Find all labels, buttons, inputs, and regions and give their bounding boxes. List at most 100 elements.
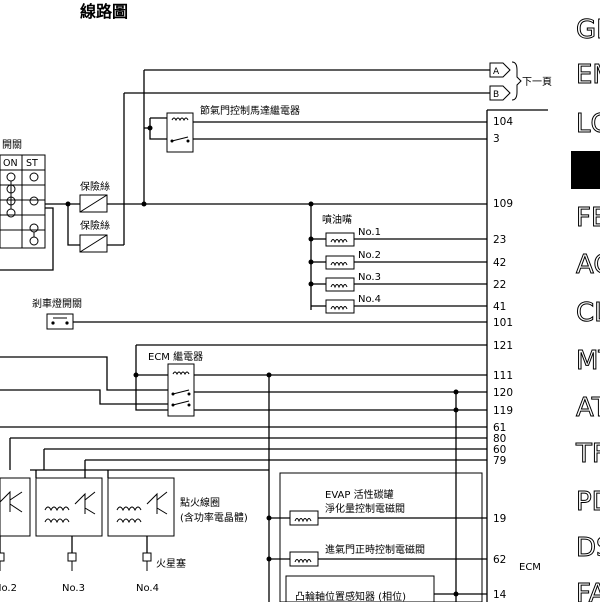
tab-gi[interactable]: GI — [576, 15, 600, 46]
camshaft-sensor-box — [285, 575, 435, 602]
pin-label: 104 — [493, 116, 513, 128]
tab-tf[interactable]: TF — [575, 439, 600, 470]
tab-ac[interactable]: AC — [576, 250, 600, 281]
pin-label: 119 — [493, 405, 513, 417]
pin-label: 60 — [493, 444, 506, 456]
junction-14 — [453, 591, 459, 597]
tab-fe[interactable]: FE — [576, 203, 600, 234]
injector-4-label: No.4 — [358, 294, 381, 305]
pin-label: 61 — [493, 422, 506, 434]
pin-label: 121 — [493, 340, 513, 352]
coil-number-2: No.2 — [0, 583, 17, 594]
pin-label: 22 — [493, 279, 506, 291]
ecm-label: ECM — [519, 562, 541, 573]
injector-3-label: No.3 — [358, 272, 381, 283]
pin-label: 41 — [493, 301, 506, 313]
junction-inj-3 — [308, 281, 314, 287]
tab-fa[interactable]: FA — [576, 579, 600, 602]
pin-label: 79 — [493, 455, 506, 467]
tab-lc[interactable]: LC — [576, 109, 600, 140]
wire-ignition-loop — [0, 207, 54, 271]
next-page-label: 下一頁 — [522, 76, 552, 88]
junction-evap — [266, 515, 272, 521]
wire-coil-taps — [35, 470, 109, 478]
intake-valve-timing-label: 進氣門正時控制電磁閥 — [325, 543, 425, 556]
tab-at[interactable]: AT — [576, 393, 600, 424]
ignition-switch-label: 開關 — [2, 139, 22, 151]
camshaft-sensor-label: 凸輪軸位置感知器 (相位) — [295, 590, 406, 602]
evap-solenoid-symbol — [289, 510, 319, 526]
ecm-relay-symbol — [167, 363, 195, 417]
tab-mt[interactable]: MT — [576, 346, 600, 377]
wire-solenoid-power — [269, 517, 290, 560]
ignition-switch-table — [0, 154, 46, 249]
ignition-coil-4 — [107, 477, 175, 537]
pin-label: 111 — [493, 370, 513, 382]
pin-label: 3 — [493, 133, 500, 145]
wire-ecm-relay-left-2 — [0, 389, 168, 405]
throttle-relay-label: 節氣門控制馬達繼電器 — [200, 104, 300, 117]
side-tabs: GI EM LC EC FE AC CL MT AT TF PD DS FA — [571, 15, 600, 602]
throttle-relay-symbol — [166, 112, 194, 153]
stop-lamp-switch-label: 剎車燈開關 — [32, 297, 82, 310]
solenoid-group-frame — [279, 472, 483, 602]
pin-label: 42 — [493, 257, 506, 269]
tab-cl[interactable]: CL — [576, 298, 600, 329]
junction-inj-1 — [308, 236, 314, 242]
wire-relay-contact — [149, 118, 167, 140]
wire-fuse-split — [67, 204, 80, 246]
pin-label: 14 — [493, 589, 507, 601]
evap-label: EVAP 活性碳罐 — [325, 488, 394, 501]
tab-ec[interactable]: EC — [576, 159, 600, 189]
page-title: 線路圖 — [80, 2, 128, 21]
pin-label: 120 — [493, 387, 513, 399]
pin-label: 62 — [493, 554, 506, 566]
ecm-pin-numbers: 104 3 109 23 42 22 41 101 121 111 120 11… — [493, 116, 513, 601]
pin-label: 109 — [493, 198, 513, 210]
connector-b: B — [489, 85, 511, 101]
connector-b-label: B — [493, 90, 499, 100]
stop-lamp-switch-symbol — [46, 313, 74, 330]
injector-label: 噴油嘴 — [322, 213, 352, 226]
injector-4: No.4 — [311, 294, 487, 314]
spark-plug-3 — [67, 536, 77, 571]
spark-plug-4 — [142, 536, 152, 571]
injector-2-label: No.2 — [358, 250, 381, 261]
tab-pd[interactable]: PD — [576, 487, 600, 518]
connector-a-label: A — [493, 67, 500, 77]
injector-1: No.1 — [311, 227, 487, 247]
spark-plug-label: 火星塞 — [156, 557, 186, 570]
junction-ivt — [266, 556, 272, 562]
fuse-1-symbol — [79, 194, 108, 213]
fuse-label-1: 保險絲 — [80, 180, 110, 193]
wire-ecm-relay-feed — [135, 345, 168, 411]
junction-ecm-relay — [133, 372, 139, 378]
junction-inj-2 — [308, 259, 314, 265]
fuse-label-2: 保險絲 — [80, 219, 110, 232]
ignition-coil-3 — [35, 477, 103, 537]
connector-brace — [511, 61, 522, 101]
injector-1-label: No.1 — [358, 227, 381, 238]
tab-em[interactable]: EM — [576, 60, 600, 91]
evap-sublabel: 淨化量控制電磁閥 — [325, 502, 405, 515]
junction-111 — [266, 372, 272, 378]
coil-number-4: No.4 — [136, 583, 159, 594]
ignition-st-label: ST — [26, 158, 38, 169]
injector-2: No.2 — [311, 250, 487, 270]
pin-label: 19 — [493, 513, 506, 525]
pin-label: 101 — [493, 317, 513, 329]
ignition-coil-sublabel: (含功率電晶體) — [180, 511, 248, 524]
tab-ec-highlight — [571, 151, 600, 189]
tab-ds[interactable]: DS — [576, 533, 600, 564]
ignition-on-label: ON — [3, 158, 18, 169]
fuse-2-symbol — [79, 234, 108, 253]
ignition-coil-2 — [0, 477, 31, 537]
intake-valve-solenoid-symbol — [289, 551, 319, 567]
connector-a: A — [489, 62, 511, 78]
coil-number-3: No.3 — [62, 583, 85, 594]
ignition-coil-label: 點火線圈 — [180, 496, 220, 509]
injector-3: No.3 — [311, 272, 487, 292]
junction-109 — [141, 201, 147, 207]
junction-injector — [308, 201, 314, 207]
